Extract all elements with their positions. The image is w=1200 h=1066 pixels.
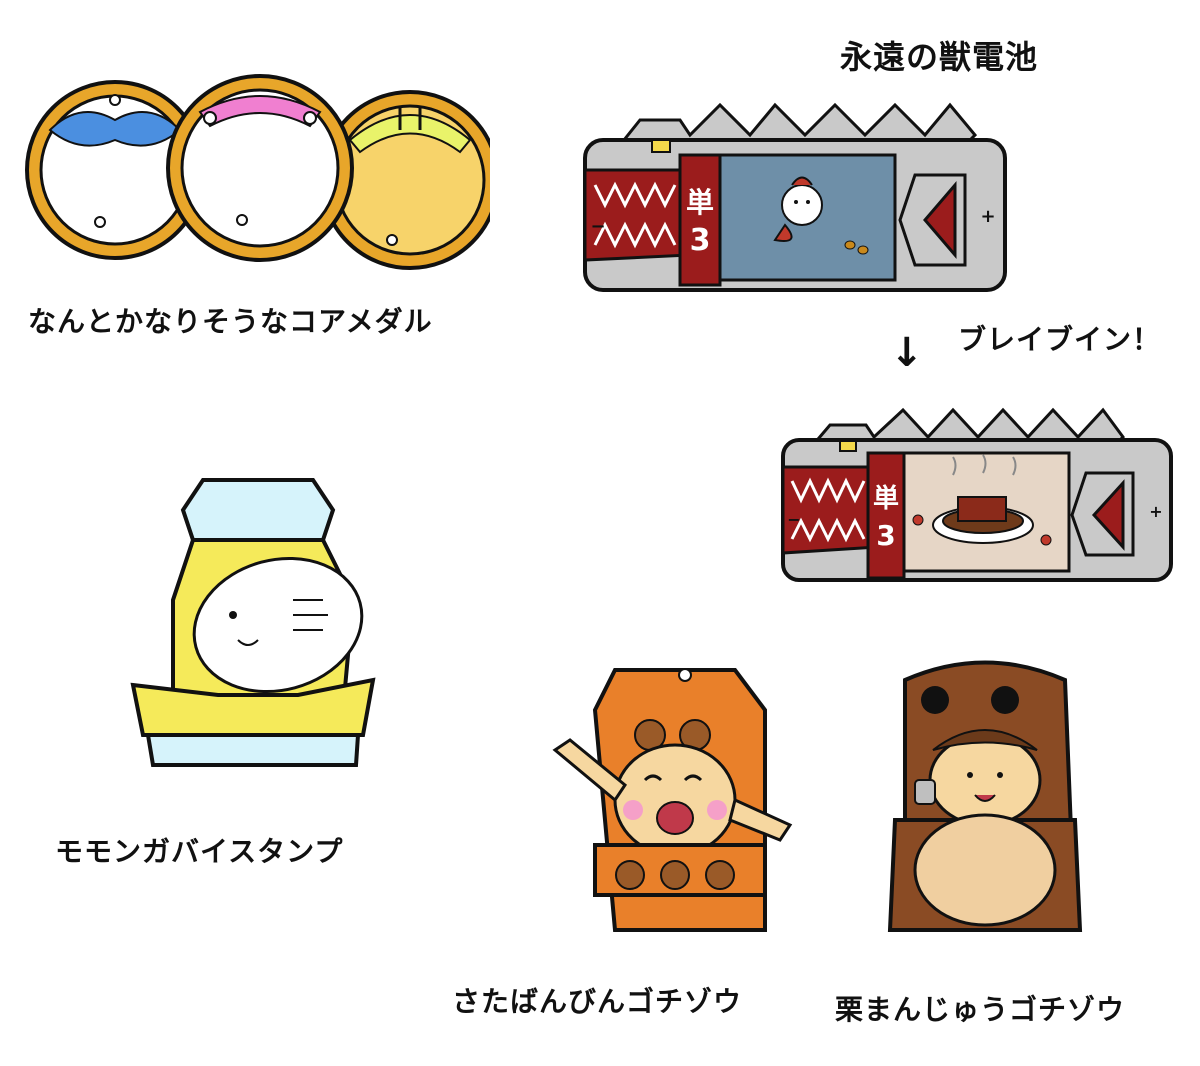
kuri-face-icon	[928, 729, 1042, 827]
momonga-vistamp-label: モモンガバイスタンプ	[55, 835, 344, 868]
momonga-face-icon	[192, 556, 364, 694]
beast-battery-top: 単 3 + −	[583, 102, 1007, 292]
core-medal-label: なんとかなりそうなコアメダル	[28, 305, 433, 338]
core-medals-illustration	[25, 74, 490, 270]
beast-battery-title: 永遠の獣電池	[840, 38, 1039, 76]
gochizo-face-icon	[552, 738, 793, 857]
brave-in-label: ブレイブイン！	[958, 323, 1162, 356]
pink-core-medal	[166, 74, 354, 262]
kuri-gochizo-illustration	[887, 660, 1083, 932]
battery-size-char: 単	[686, 186, 714, 219]
fish-character-icon	[773, 176, 823, 242]
minus-icon: −	[590, 216, 605, 237]
sata-gochizo-label: さたばんびんゴチゾウ	[452, 985, 743, 1018]
down-arrow-icon: ↓	[890, 330, 925, 376]
beast-battery-bottom: 単 3 + −	[781, 407, 1173, 582]
kuri-gochizo-label: 栗まんじゅうゴチゾウ	[835, 993, 1126, 1026]
dish-icon	[932, 454, 1034, 544]
momonga-vistamp-illustration	[130, 478, 376, 767]
battery-size-char-2: 単	[873, 484, 899, 514]
plus-icon: +	[980, 206, 995, 227]
blue-core-medal	[25, 80, 205, 260]
plus-icon-2: +	[1149, 502, 1162, 521]
battery-size-num-2: 3	[876, 519, 895, 552]
battery-size-num: 3	[690, 223, 711, 258]
minus-icon-2: −	[787, 510, 800, 529]
yellow-core-medal	[320, 90, 490, 270]
sata-gochizo-illustration	[552, 668, 793, 932]
